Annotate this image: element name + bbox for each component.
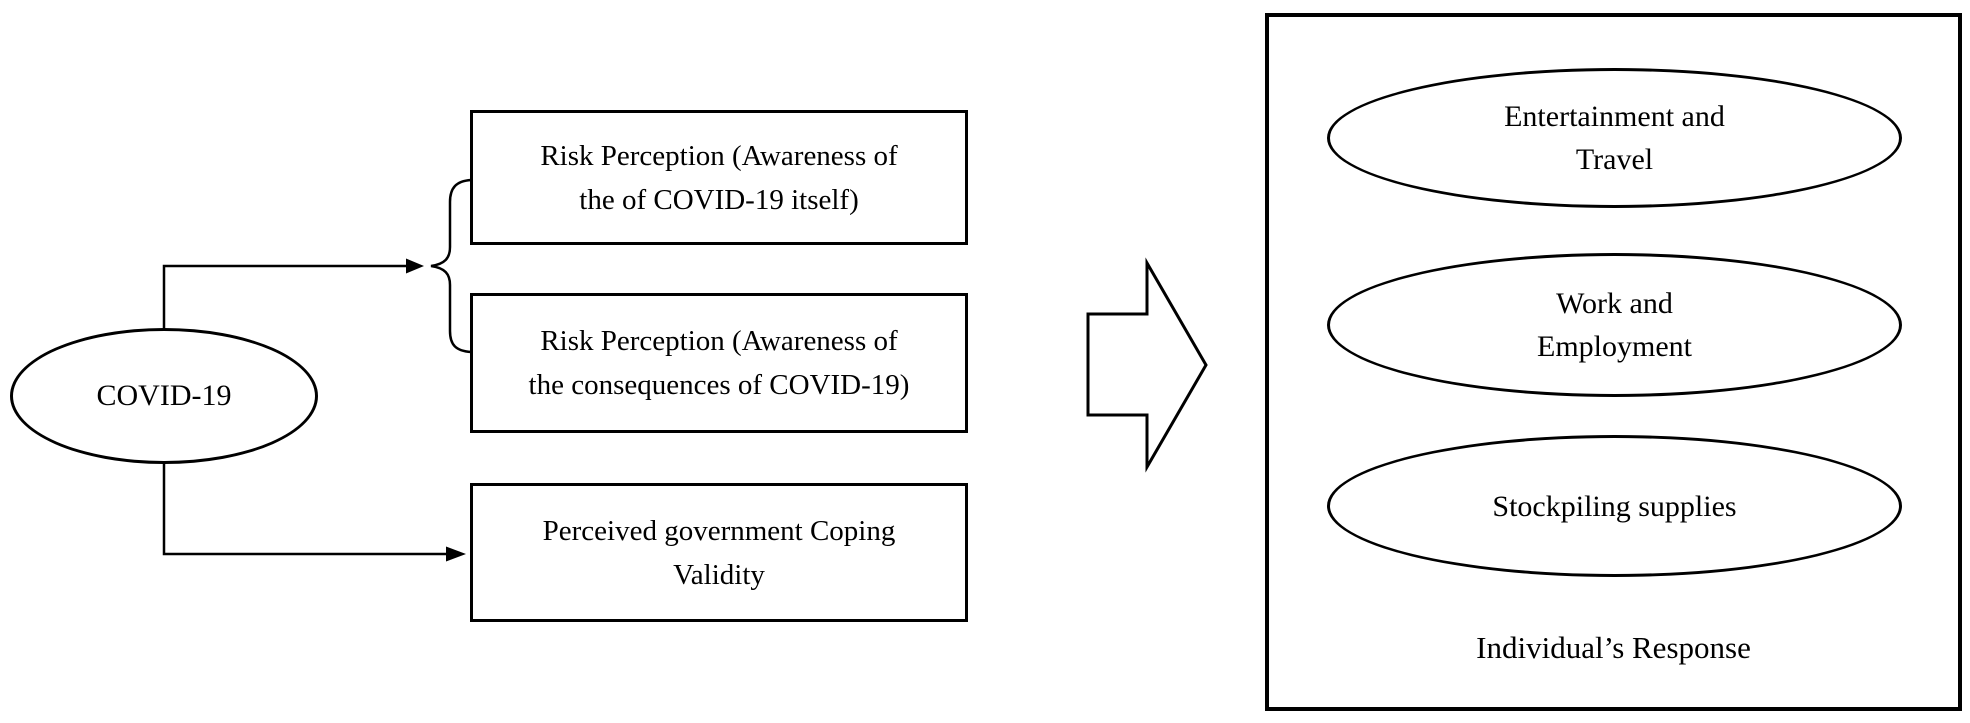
node-covid19-label: COVID-19 [96,379,232,412]
node-work-employment: Work and Employment [1327,253,1902,397]
ellipse-label-line: Stockpiling supplies [1492,489,1737,523]
ellipse-label-line: Entertainment and [1504,100,1725,133]
box-label-line: the of COVID-19 itself) [579,183,859,216]
ellipse-label-line: Travel [1575,143,1654,176]
arrowhead-icon [446,546,466,562]
node-perceived-government-coping-validity: Perceived government Coping Validity [470,483,968,622]
box-label-line: Perceived government Coping [542,514,896,547]
arrowhead-icon [406,258,424,274]
node-risk-perception-awareness: Risk Perception (Awareness of the of COV… [470,110,968,245]
box-label-line: Risk Perception (Awareness of [540,325,898,357]
box-label-line: the consequences of COVID-19) [528,369,910,401]
box-label-line: Validity [673,558,765,591]
individual-response-caption: Individual’s Response [1476,630,1751,665]
box-label-line: Risk Perception (Awareness of [540,139,898,172]
ellipse-label-line: Work and [1556,287,1673,320]
block-arrow-right-icon [1086,257,1208,473]
ellipse-label-line: Employment [1537,330,1692,363]
node-covid19: COVID-19 [10,328,318,464]
curly-brace-icon [430,178,472,354]
node-risk-perception-consequences: Risk Perception (Awareness of the conseq… [470,293,968,433]
arrow-to-risk-perception [162,258,424,330]
node-stockpiling-supplies: Stockpiling supplies [1327,435,1902,577]
node-entertainment-travel: Entertainment and Travel [1327,68,1902,208]
arrow-to-coping-validity [162,460,466,562]
